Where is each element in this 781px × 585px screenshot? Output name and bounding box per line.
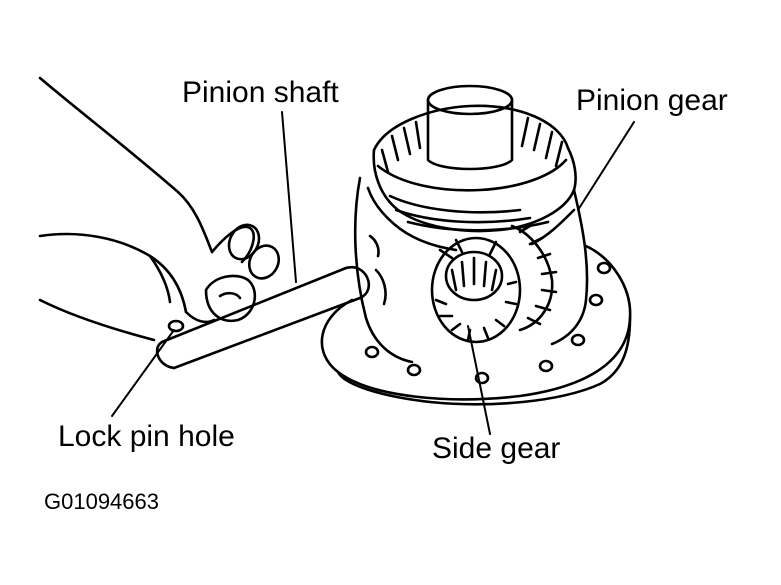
leader-pinion-shaft: [281, 111, 297, 283]
hub-cylinder: [426, 84, 514, 171]
bolt-hole: [588, 293, 604, 307]
bolt-hole: [596, 261, 612, 275]
pinion-shaft-bar: [155, 265, 371, 370]
bolt-hole: [538, 359, 554, 373]
hand-illustration: [38, 76, 281, 342]
ring-gear: [372, 104, 577, 233]
figure-code: G01094663: [44, 489, 159, 514]
case-body: [353, 176, 589, 364]
lock-pin-hole-mark: [167, 319, 185, 333]
bolt-hole: [406, 363, 422, 377]
pinion-gear: [510, 224, 558, 332]
leader-side-gear: [467, 325, 491, 435]
case-flange: [320, 244, 632, 406]
leader-lines: [111, 111, 635, 435]
leader-pinion-gear: [577, 121, 635, 211]
side-gear: [430, 236, 522, 344]
bolt-hole: [570, 333, 586, 347]
label-side-gear: Side gear: [432, 432, 561, 465]
leader-lock-pin-hole: [111, 329, 175, 417]
label-lock-pin-hole: Lock pin hole: [58, 420, 235, 453]
bolt-hole: [474, 371, 490, 385]
label-pinion-shaft: Pinion shaft: [182, 76, 339, 109]
label-pinion-gear: Pinion gear: [576, 84, 728, 117]
bolt-hole: [364, 345, 380, 359]
